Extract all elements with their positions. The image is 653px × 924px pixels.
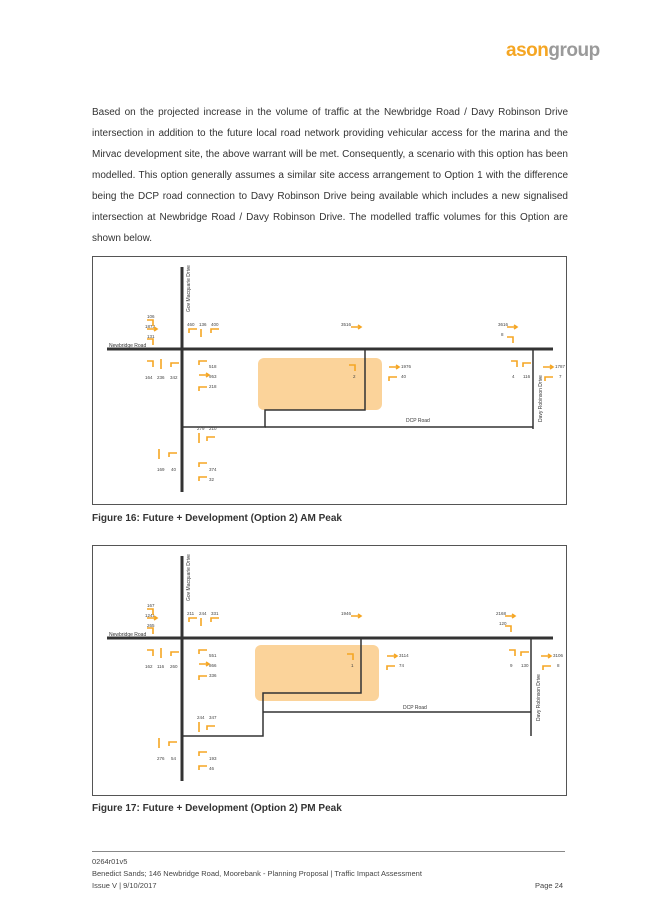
figure-16: Newbridge Road DCP Road Gov Macquarie Dr… bbox=[92, 256, 567, 505]
vol-n-1: 460 bbox=[187, 322, 195, 327]
turn-arrows bbox=[146, 319, 554, 482]
gov-macquarie-label: Gov Macquarie Drive bbox=[186, 265, 192, 312]
vol-sw-2: 236 bbox=[157, 375, 165, 380]
site-access-road bbox=[182, 349, 366, 428]
vol-sb-1: 169 bbox=[157, 467, 165, 472]
vol-sw-3: 260 bbox=[170, 664, 178, 669]
vol-e-r1: 3106 bbox=[553, 653, 564, 658]
vol-mid-top: 1946 bbox=[341, 611, 352, 616]
dcp-label: DCP Road bbox=[406, 418, 430, 424]
page-number: Page 24 bbox=[535, 881, 563, 890]
gov-macquarie-label: Gov Macquarie Drive bbox=[186, 554, 192, 601]
vol-sb-2: 40 bbox=[171, 467, 177, 472]
vol-n-3: 400 bbox=[211, 322, 219, 327]
vol-sb-1: 276 bbox=[157, 756, 165, 761]
vol-e-b1: 9 bbox=[510, 663, 513, 668]
footer-ref: 0264r01v5 bbox=[92, 857, 128, 866]
figure-17-caption: Figure 17: Future + Development (Option … bbox=[92, 803, 342, 814]
vol-r-1: 1976 bbox=[401, 364, 412, 369]
dcp-label: DCP Road bbox=[403, 705, 427, 711]
newbridge-label: Newbridge Road bbox=[109, 632, 146, 638]
vol-sb-4: 32 bbox=[209, 477, 215, 482]
davy-label: Davy Robinson Drive bbox=[538, 375, 544, 422]
vol-e-r2: 8 bbox=[557, 663, 560, 668]
newbridge-label: Newbridge Road bbox=[109, 343, 146, 349]
vol-sw-1: 164 bbox=[145, 375, 153, 380]
vol-site-1: 1 bbox=[351, 663, 354, 668]
intro-paragraph: Based on the projected increase in the v… bbox=[92, 107, 568, 244]
vol-se-3: 218 bbox=[209, 384, 217, 389]
vol-mid-top: 3516 bbox=[341, 322, 352, 327]
figure-17-diagram: Newbridge Road DCP Road Gov Macquarie Dr… bbox=[107, 554, 564, 781]
vol-sb-2: 54 bbox=[171, 756, 177, 761]
vol-sb-3: 193 bbox=[209, 756, 217, 761]
vol-n-3: 331 bbox=[211, 611, 219, 616]
vol-s-1: 279 bbox=[197, 426, 205, 431]
vol-sw-3: 342 bbox=[170, 375, 178, 380]
vol-s-2: 347 bbox=[209, 715, 217, 720]
vol-e-r1: 1787 bbox=[555, 364, 566, 369]
site-area bbox=[255, 645, 379, 701]
vol-sw-1: 162 bbox=[145, 664, 153, 669]
vol-e-b2: 116 bbox=[523, 374, 531, 379]
vol-se-3: 336 bbox=[209, 673, 217, 678]
page-footer: 0264r01v5 Benedict Sands; 146 Newbridge … bbox=[92, 851, 565, 892]
vol-r-2: 40 bbox=[401, 374, 407, 379]
vol-se-2: 866 bbox=[209, 663, 217, 668]
vol-w-l3: 265 bbox=[147, 623, 155, 628]
davy-label: Davy Robinson Drive bbox=[536, 674, 542, 721]
vol-w-l1: 167 bbox=[147, 603, 155, 608]
vol-e-top2: 120 bbox=[499, 621, 507, 626]
vol-s-1: 244 bbox=[197, 715, 205, 720]
vol-site-1: 2 bbox=[353, 374, 356, 379]
vol-w-l1: 106 bbox=[147, 314, 155, 319]
company-logo: asongroup bbox=[506, 40, 600, 62]
vol-e-r2: 7 bbox=[559, 374, 562, 379]
vol-sw-2: 116 bbox=[157, 664, 165, 669]
figure-16-diagram: Newbridge Road DCP Road Gov Macquarie Dr… bbox=[107, 265, 566, 492]
vol-se-1: 518 bbox=[209, 364, 217, 369]
vol-w-l2: 1241 bbox=[145, 613, 156, 618]
vol-e-top1: 2168 bbox=[496, 611, 507, 616]
vol-w-l3: 131 bbox=[147, 334, 155, 339]
vol-w-l2: 1873 bbox=[145, 324, 156, 329]
figure-17: Newbridge Road DCP Road Gov Macquarie Dr… bbox=[92, 545, 567, 796]
vol-se-2: 953 bbox=[209, 374, 217, 379]
vol-r-2: 74 bbox=[399, 663, 405, 668]
turn-arrows bbox=[146, 608, 552, 771]
vol-n-1: 211 bbox=[187, 611, 195, 616]
vol-sb-4: 46 bbox=[209, 766, 215, 771]
logo-part1: ason bbox=[506, 40, 549, 61]
vol-sb-3: 374 bbox=[209, 467, 217, 472]
vol-e-b2: 130 bbox=[521, 663, 529, 668]
vol-r-1: 3114 bbox=[399, 653, 409, 658]
vol-e-b1: 4 bbox=[512, 374, 515, 379]
figure-16-caption: Figure 16: Future + Development (Option … bbox=[92, 513, 342, 524]
vol-se-1: 551 bbox=[209, 653, 217, 658]
vol-e-top1: 3616 bbox=[498, 322, 509, 327]
vol-s-2: 210 bbox=[209, 426, 217, 431]
footer-issue: Issue V | 9/10/2017 bbox=[92, 881, 157, 890]
site-access-road bbox=[182, 638, 362, 737]
site-area bbox=[258, 358, 382, 410]
vol-n-2: 136 bbox=[199, 322, 207, 327]
vol-n-2: 244 bbox=[199, 611, 207, 616]
footer-project: Benedict Sands; 146 Newbridge Road, Moor… bbox=[92, 869, 422, 878]
vol-e-top2: 8 bbox=[501, 332, 504, 337]
logo-part2: group bbox=[548, 40, 600, 61]
